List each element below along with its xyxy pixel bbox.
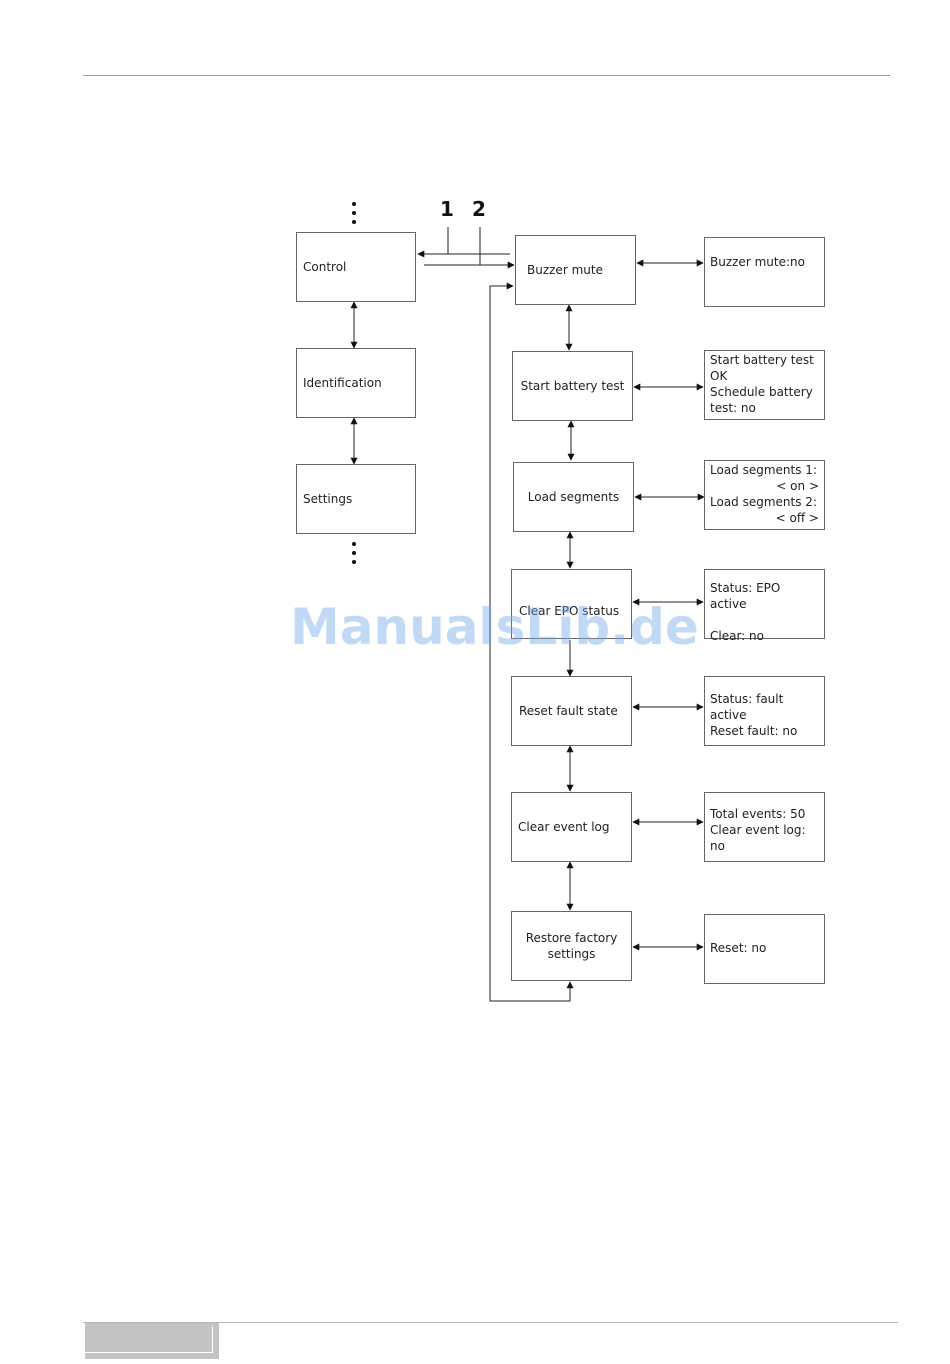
ellipsis-bottom-icon [352, 542, 356, 569]
submenu-load-segments[interactable]: Load segments [513, 462, 634, 532]
detail-events-line-2: Clear event log: no [710, 823, 806, 853]
submenu-start-battery-test-label: Start battery test [520, 379, 625, 393]
submenu-clear-event-log[interactable]: Clear event log [511, 792, 632, 862]
detail-segments-line-2: < on > [776, 479, 819, 493]
callout-2: 2 [472, 197, 486, 221]
footer-tab-inner [85, 1326, 213, 1353]
menu-identification-label: Identification [303, 376, 382, 390]
submenu-buzzer-mute[interactable]: Buzzer mute [515, 235, 636, 305]
callout-1: 1 [440, 197, 454, 221]
submenu-restore-factory-label-1: Restore factory [525, 931, 618, 945]
detail-epo-line-1: Status: EPO active [710, 581, 781, 611]
submenu-clear-epo-status-label: Clear EPO status [519, 604, 620, 618]
submenu-buzzer-mute-label: Buzzer mute [527, 263, 603, 277]
detail-events-line-1: Total events: 50 [710, 807, 806, 821]
detail-fault-line-1: Status: fault active [710, 692, 784, 722]
detail-reset-text: Reset: no [710, 941, 767, 955]
detail-epo-line-2: Clear: no [710, 629, 764, 643]
detail-battery-line-1: Start battery test [710, 353, 814, 367]
submenu-clear-event-log-label: Clear event log [518, 820, 610, 834]
detail-reset-fault-state: Status: fault active Reset fault: no [704, 676, 825, 746]
detail-battery-line-2: OK [710, 369, 728, 383]
detail-fault-line-2: Reset fault: no [710, 724, 798, 738]
submenu-start-battery-test[interactable]: Start battery test [512, 351, 633, 421]
detail-segments-line-3: Load segments 2: [710, 495, 817, 509]
detail-battery-line-3: Schedule battery [710, 385, 813, 399]
bottom-rule [83, 1322, 898, 1323]
menu-control[interactable]: Control [296, 232, 416, 302]
submenu-reset-fault-state[interactable]: Reset fault state [511, 676, 632, 746]
detail-load-segments: Load segments 1: < on > Load segments 2:… [704, 460, 825, 530]
submenu-reset-fault-state-label: Reset fault state [519, 704, 618, 718]
detail-battery-line-4: test: no [710, 401, 756, 415]
detail-buzzer-mute-text: Buzzer mute:no [710, 255, 805, 269]
detail-buzzer-mute: Buzzer mute:no [704, 237, 825, 307]
menu-identification[interactable]: Identification [296, 348, 416, 418]
submenu-load-segments-label: Load segments [527, 490, 620, 504]
detail-clear-epo-status: Status: EPO active Clear: no [704, 569, 825, 643]
detail-restore-factory-settings: Reset: no [704, 914, 825, 984]
detail-epo-spacer [710, 612, 819, 628]
submenu-clear-epo-status[interactable]: Clear EPO status [511, 569, 632, 639]
detail-start-battery-test: Start battery test OK Schedule battery t… [704, 350, 825, 420]
watermark: ManualsLib.de [290, 598, 699, 656]
footer-tab [85, 1323, 219, 1359]
menu-settings-label: Settings [303, 492, 353, 506]
detail-segments-line-1: Load segments 1: [710, 463, 817, 477]
detail-clear-event-log: Total events: 50 Clear event log: no [704, 792, 825, 862]
submenu-restore-factory-settings[interactable]: Restore factory settings [511, 911, 632, 981]
top-rule [83, 75, 890, 76]
ellipsis-top-icon [352, 202, 356, 229]
menu-control-label: Control [303, 260, 347, 274]
menu-settings[interactable]: Settings [296, 464, 416, 534]
submenu-restore-factory-label-2: settings [547, 947, 596, 961]
detail-segments-line-4: < off > [775, 511, 819, 525]
